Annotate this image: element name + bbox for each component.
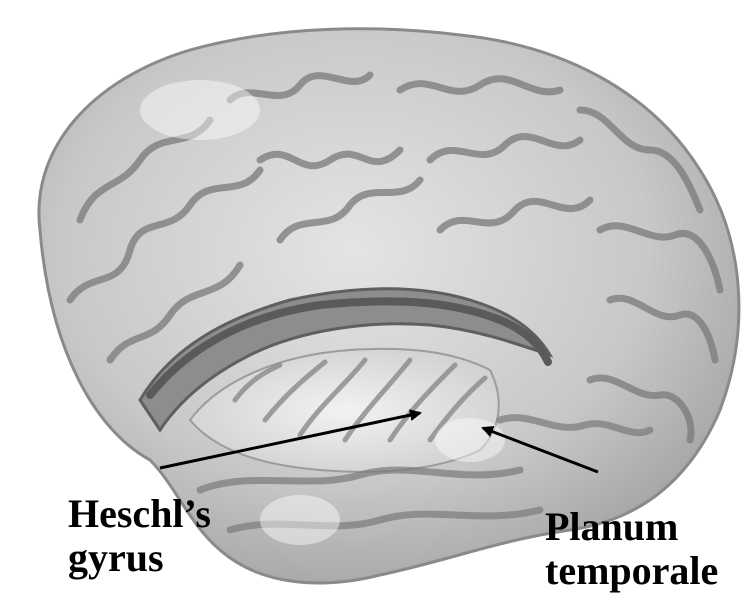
planum-label-line1: Planum bbox=[545, 505, 718, 549]
heschl-label-line2: gyrus bbox=[68, 536, 211, 580]
planum-label-line2: temporale bbox=[545, 549, 718, 593]
heschl-gyrus-label: Heschl’s gyrus bbox=[68, 492, 211, 580]
heschl-label-line1: Heschl’s bbox=[68, 492, 211, 536]
planum-temporale-label: Planum temporale bbox=[545, 505, 718, 593]
